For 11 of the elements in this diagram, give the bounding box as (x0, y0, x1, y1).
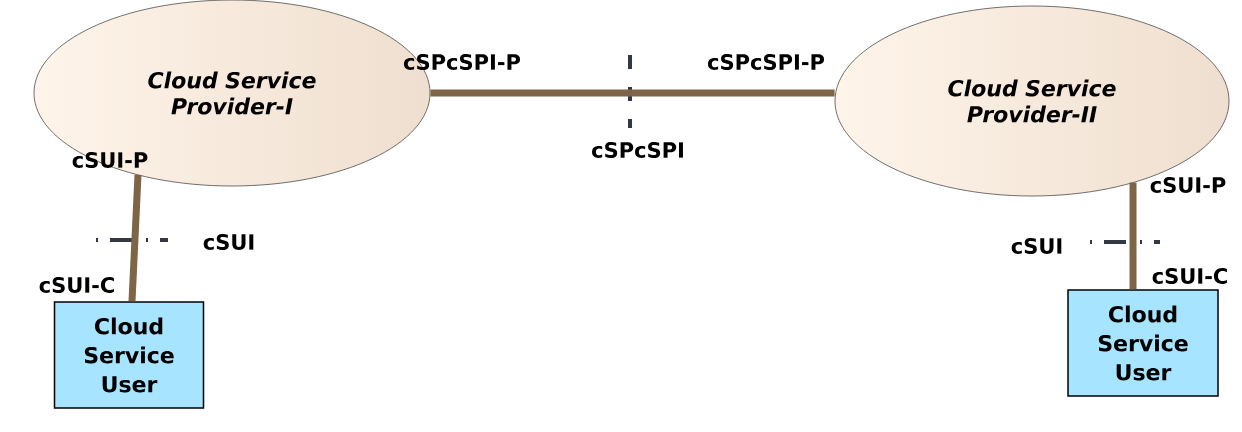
interface-label: cSUI-C (39, 277, 114, 293)
interface-label: cSUI-P (1150, 177, 1226, 193)
connector-line (1129, 182, 1137, 290)
interface-label: cSUI-C (1152, 268, 1227, 284)
interface-label: cSUI (203, 234, 254, 250)
interface-label: cSUI (1011, 238, 1062, 254)
cloud-user-box: Cloud Service User (53, 301, 205, 409)
interface-label: cSPcSPI (592, 142, 683, 158)
cloud-user-box: Cloud Service User (1067, 289, 1219, 397)
interface-label: cSUI-P (72, 152, 148, 168)
connector-line (128, 174, 142, 302)
